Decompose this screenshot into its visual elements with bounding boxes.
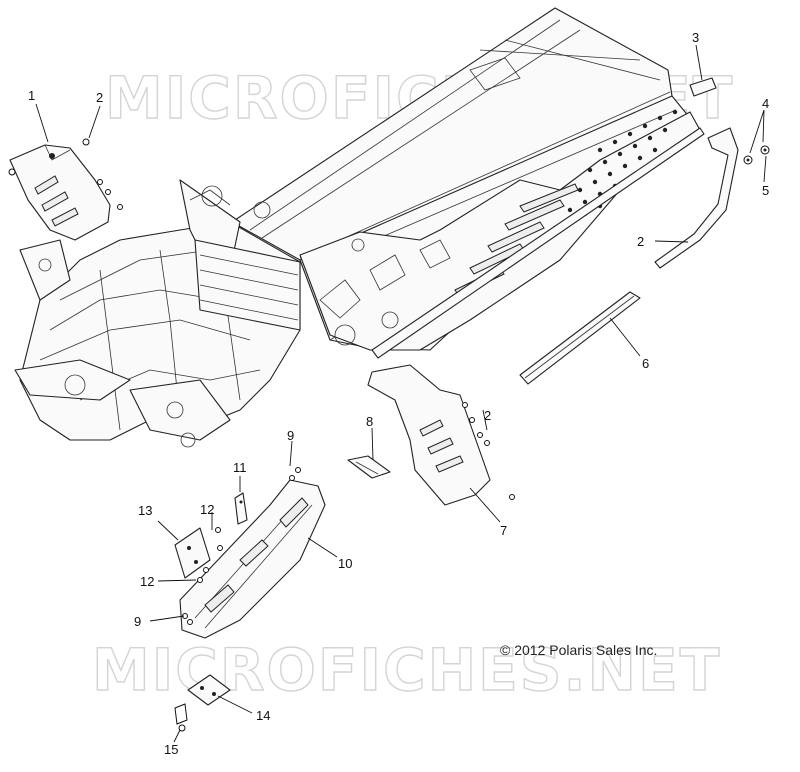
part-11-clip <box>234 492 248 525</box>
callout-2-lower: 2 <box>484 408 491 423</box>
callout-7: 7 <box>500 523 507 538</box>
part-15-bolt <box>174 703 188 732</box>
callout-6: 6 <box>642 356 649 371</box>
callout-1: 1 <box>28 88 35 103</box>
callout-8: 8 <box>366 414 373 429</box>
callout-12-lower: 12 <box>140 574 154 589</box>
copyright-text: © 2012 Polaris Sales Inc. <box>500 642 657 658</box>
callout-12: 12 <box>200 502 214 517</box>
part-13-bracket <box>174 527 223 583</box>
callout-13: 13 <box>138 503 152 518</box>
tunnel-slots <box>454 183 579 297</box>
part-3-bracket <box>689 77 717 97</box>
part-6-slide <box>519 291 641 385</box>
part-7-rear-skid-plate <box>367 364 515 506</box>
part-1-front-skid-plate <box>8 138 123 241</box>
callout-14: 14 <box>256 708 270 723</box>
part-8-bracket <box>347 455 391 479</box>
callout-9: 9 <box>287 428 294 443</box>
leader-lines <box>35 44 767 743</box>
callout-5: 5 <box>762 183 769 198</box>
callout-3: 3 <box>692 30 699 45</box>
front-frame <box>14 179 365 448</box>
callout-4: 4 <box>762 96 769 111</box>
callout-9-lower: 9 <box>134 614 141 629</box>
chassis-tunnel <box>231 7 705 359</box>
part-14-plate <box>187 674 231 706</box>
callout-11: 11 <box>233 460 247 475</box>
part-4-5-hardware <box>743 145 770 165</box>
rear-rail <box>654 127 739 269</box>
part-10-skid-plate <box>179 467 326 639</box>
callout-15: 15 <box>164 742 178 757</box>
callout-10: 10 <box>338 556 352 571</box>
callout-2: 2 <box>96 90 103 105</box>
callout-2-rear: 2 <box>637 234 644 249</box>
callouts: 1 2 3 4 5 2 6 2 8 7 9 11 12 13 10 12 9 1… <box>28 30 769 757</box>
